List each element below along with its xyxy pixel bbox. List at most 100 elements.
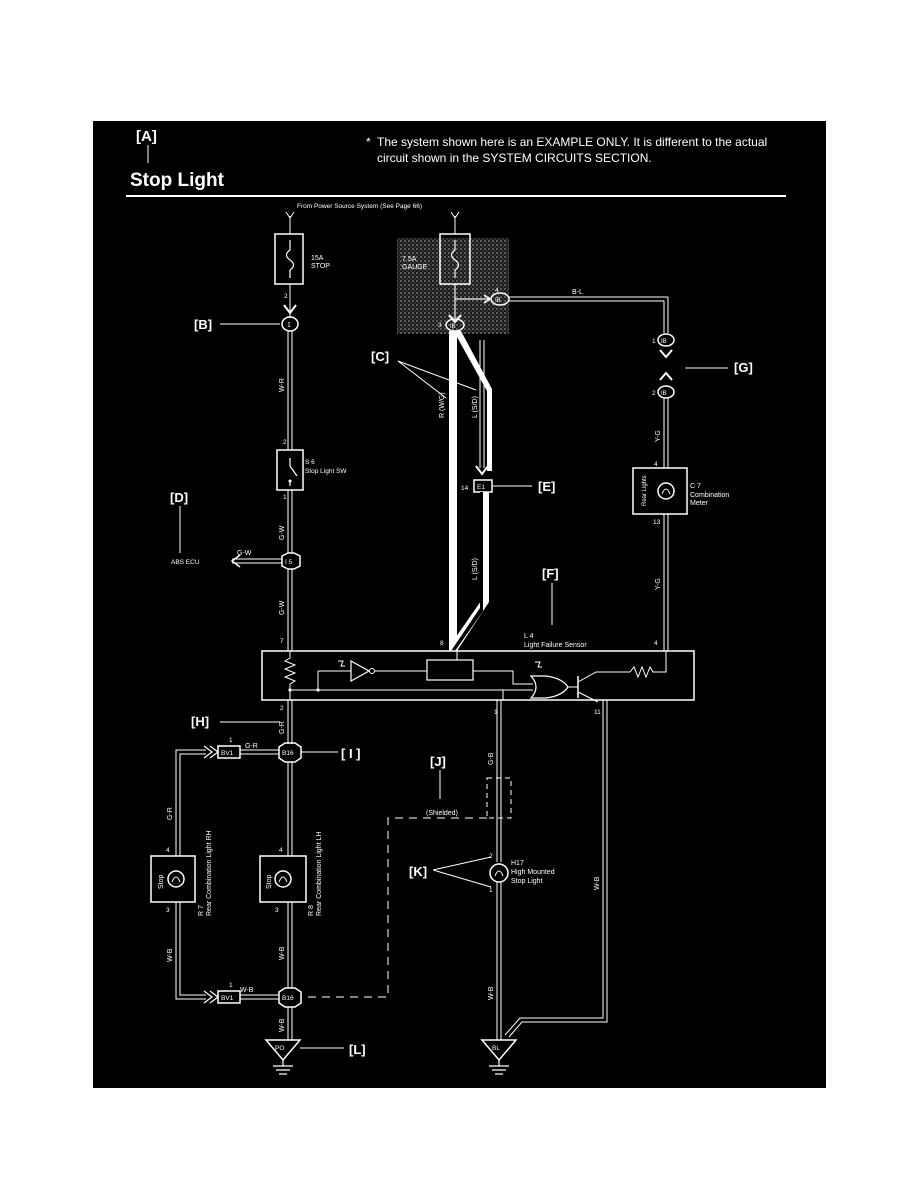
- connector-i5: [281, 552, 301, 570]
- wire-label-gr2: G-R: [245, 743, 258, 750]
- junction-b16-lower: [278, 987, 302, 1008]
- fuse-gauge-pin: 4: [495, 287, 499, 294]
- wire-label-wb: W-B: [167, 948, 174, 962]
- sensor-pin-11: 11: [594, 709, 601, 716]
- sensor-name: Light Failure Sensor: [524, 642, 587, 649]
- bv1-upper-arrows: [203, 745, 219, 759]
- rh-bulb: [167, 870, 185, 888]
- sensor-transistor-emitter: [577, 691, 599, 703]
- sensor-pin-4: 4: [654, 640, 658, 647]
- lh-pin-top: 4: [279, 847, 283, 854]
- shield-drain-wire: [301, 817, 487, 998]
- sensor-relay-block: [426, 659, 474, 681]
- lh-bulb-filament: [278, 876, 288, 883]
- sensor-pin-1: 1: [494, 709, 498, 716]
- ib-pin-1: 1: [652, 338, 656, 345]
- label-d: [D]: [170, 490, 188, 505]
- wire-gr3-b: [179, 753, 206, 856]
- note-star: *: [366, 135, 371, 149]
- wire-label-yg2: Y-G: [655, 578, 662, 590]
- stop-sw-name: Stop Light SW: [305, 468, 347, 475]
- wire-label-gw2: G-W: [279, 600, 286, 615]
- wire-gr3-a: [175, 749, 206, 856]
- bv1-lower-arrows: [203, 990, 219, 1004]
- h17-pin-top: 2: [489, 853, 493, 860]
- bv1-upper-pin: 1: [229, 737, 233, 744]
- wire-label-rwg: R (W/G): [439, 392, 446, 418]
- wire-label-wb6: W-B: [594, 876, 601, 890]
- abs-ecu-label: ABS ECU: [171, 559, 200, 566]
- wire-wb-rh-b: [179, 902, 206, 996]
- fuse-stop-pin: 2: [284, 293, 288, 300]
- lh-code: R 8: [308, 905, 315, 916]
- label-k-leader-1: [432, 856, 492, 871]
- h17-code: H17: [511, 860, 524, 867]
- sensor-code: L 4: [524, 633, 534, 640]
- connector-ib-g2-text: IB: [661, 391, 667, 397]
- fuse-gauge-rating: 7.5A: [402, 256, 417, 263]
- gauge-ib-arrow: [483, 294, 492, 304]
- label-g: [G]: [734, 360, 753, 375]
- lh-bulb-label: Stop: [266, 874, 273, 889]
- h17-filament: [494, 870, 504, 877]
- junction-b16-upper: [278, 742, 302, 763]
- shield-box: [486, 777, 512, 819]
- wire-band-rwg-core: [449, 331, 461, 651]
- ground-po-symbol: [273, 1060, 293, 1075]
- wire-label-bl: B-L: [572, 289, 583, 296]
- wire-label-lsd: L (S/D): [472, 396, 479, 418]
- label-k-leader-2: [432, 869, 492, 888]
- label-k: [K]: [409, 864, 427, 879]
- meter-code: C 7: [690, 483, 701, 490]
- sensor-resistor-right: [629, 651, 667, 679]
- bv1-lower-pin: 1: [229, 982, 233, 989]
- connector-bv1-upper-text: BV1: [221, 750, 234, 757]
- abs-arrow: [230, 554, 241, 568]
- meter-pin-top: 4: [654, 461, 658, 468]
- e1-pin: 14: [461, 485, 469, 492]
- page-title: Stop Light: [130, 170, 225, 191]
- stop-sw-pin-bottom: 1: [283, 494, 287, 501]
- label-i: [ I ]: [341, 746, 361, 761]
- fuse-stop: [274, 233, 304, 285]
- wire-label-wb3: W-B: [279, 946, 286, 960]
- connector-ib-g1: [657, 333, 675, 347]
- ground-po-text: PO: [275, 1045, 284, 1052]
- wire-label-lsd2: L (S/D): [472, 558, 479, 580]
- label-l: [L]: [349, 1042, 366, 1057]
- stop-sw-pin-top: 2: [283, 439, 287, 446]
- power-source-label: From Power Source System (See Page 66): [297, 203, 422, 210]
- connector-e1-text: E1: [477, 484, 485, 491]
- sensor-relay-out: [473, 670, 533, 685]
- connector-bv1-lower: [217, 990, 241, 1004]
- gauge-down-arrow: [448, 314, 462, 324]
- connector-ib-top: [490, 292, 510, 306]
- conn-arrow-stop: [283, 304, 297, 315]
- label-c: [C]: [371, 349, 389, 364]
- high-mounted-stop-light: [489, 863, 509, 883]
- fuse-gauge-pin-left: 3: [438, 322, 442, 329]
- wire-band-rwg: [449, 331, 492, 651]
- lh-pin-bottom: 3: [275, 907, 279, 914]
- shielded-label: (Shielded): [426, 810, 458, 817]
- fuse-stop-name: STOP: [311, 263, 330, 270]
- sensor-amp-bubble: [369, 668, 375, 674]
- rh-pin-bottom: 3: [166, 907, 170, 914]
- connector-ib-g2: [657, 385, 675, 399]
- wire-label-wb5: W-B: [488, 986, 495, 1000]
- junction-b16-lower-text: B16: [282, 995, 294, 1002]
- meter-name-2: Meter: [690, 500, 709, 507]
- h17-pin-bottom: 1: [489, 887, 493, 894]
- rear-combination-light-rh: [150, 855, 196, 903]
- connector-bv1-lower-text: BV1: [221, 995, 234, 1002]
- lh-name: Rear Combination Light LH: [316, 832, 323, 916]
- wire-wb6-b: [508, 700, 608, 1038]
- meter-bulb: [657, 482, 675, 500]
- wire-wb-rh-a: [175, 902, 206, 1000]
- sensor-amplifier: [350, 659, 371, 683]
- power-arrow-gauge: [450, 211, 460, 219]
- fuse-stop-element: [285, 240, 295, 278]
- wire-label-yg: Y-G: [655, 430, 662, 442]
- note-line-2: circuit shown in the SYSTEM CIRCUITS SEC…: [377, 151, 652, 165]
- rh-bulb-filament: [171, 876, 181, 883]
